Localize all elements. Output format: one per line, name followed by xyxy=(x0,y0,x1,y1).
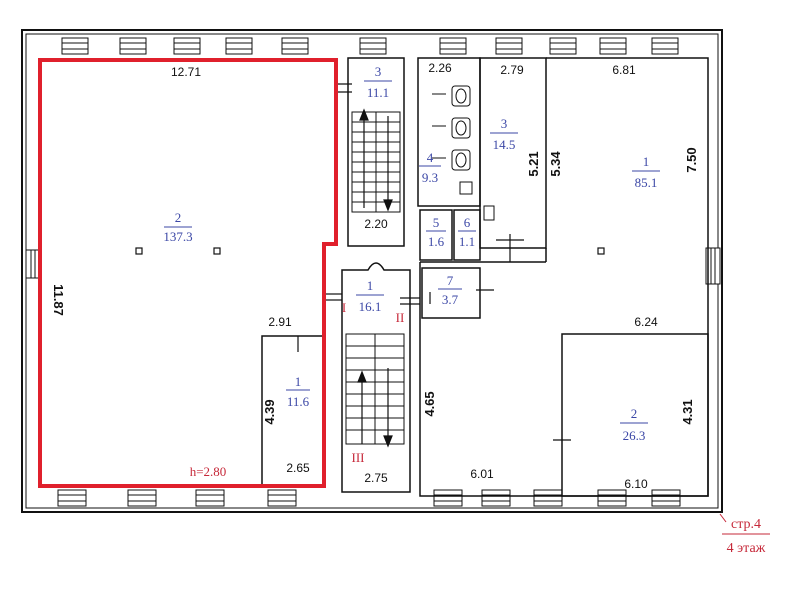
room-7-number: 7 xyxy=(447,273,454,288)
ceiling-height-note: h=2.80 xyxy=(190,464,227,479)
dim-top-left: 12.71 xyxy=(171,65,201,79)
room-2-right-number: 2 xyxy=(631,406,638,421)
room-4-area: 9.3 xyxy=(422,170,438,185)
dim-right-top-width: 6.81 xyxy=(612,63,636,77)
page-ref-page: стр.4 xyxy=(731,517,761,532)
room-3-right-area: 14.5 xyxy=(493,137,516,152)
wc-fixtures xyxy=(432,85,495,221)
room-5-number: 5 xyxy=(433,215,440,230)
dim-small-room-width: 2.91 xyxy=(268,315,292,329)
room-7-area: 3.7 xyxy=(442,292,459,307)
room-1-left-area: 11.6 xyxy=(287,394,310,409)
room-2-number: 2 xyxy=(175,210,182,225)
room-4-number: 4 xyxy=(427,150,434,165)
stair-arrows xyxy=(357,108,393,448)
dim-room3-width: 2.79 xyxy=(500,63,524,77)
room-labels: 2 137.3 1 11.6 3 11.1 1 16.1 4 9.3 5 1.6… xyxy=(163,64,660,443)
dim-right-mid-width: 6.24 xyxy=(634,315,658,329)
room-1-stair-number: 1 xyxy=(367,278,374,293)
room-1-left-number: 1 xyxy=(295,374,302,389)
windows-top xyxy=(61,37,679,55)
dim-lower-right-height: 4.31 xyxy=(680,399,695,424)
interior-walls xyxy=(261,57,709,497)
dim-right-height: 7.50 xyxy=(684,147,699,172)
doors xyxy=(297,83,571,441)
dim-left-height: 11.87 xyxy=(51,284,66,316)
dim-stair-top: 2.20 xyxy=(364,217,388,231)
highlighted-area xyxy=(38,58,338,488)
dim-wc-width: 2.26 xyxy=(428,61,452,75)
dim-lower-right-width: 6.10 xyxy=(624,477,648,491)
stair-treads xyxy=(345,111,405,445)
dim-small-room-bottom: 2.65 xyxy=(286,461,310,475)
outer-walls xyxy=(21,29,723,513)
room-3-right-number: 3 xyxy=(501,116,508,131)
dim-small-room-height: 4.39 xyxy=(262,399,277,424)
page-reference: стр.4 4 этаж xyxy=(719,513,770,556)
room-3-stair-area: 11.1 xyxy=(367,85,389,100)
dim-stair-bottom: 2.75 xyxy=(364,471,388,485)
marker-roman-2: II xyxy=(396,310,405,325)
dim-room3-height-b: 5.34 xyxy=(548,151,563,177)
windows-side xyxy=(25,247,721,285)
marker-roman-3: III xyxy=(352,450,365,465)
room-1-stair-area: 16.1 xyxy=(359,299,382,314)
room-2-right-area: 26.3 xyxy=(623,428,646,443)
room-1-right-number: 1 xyxy=(643,154,650,169)
page-ref-floor: 4 этаж xyxy=(727,541,766,556)
room-6-area: 1.1 xyxy=(459,234,475,249)
room-6-number: 6 xyxy=(464,215,471,230)
dim-lower-left-width: 6.01 xyxy=(470,467,494,481)
roman-markers: I II III xyxy=(342,300,405,465)
dimension-labels: 12.71 11.87 2.91 4.39 2.65 2.20 2.75 2.2… xyxy=(51,61,699,491)
room-5-area: 1.6 xyxy=(428,234,445,249)
dim-lower-left-height: 4.65 xyxy=(422,391,437,416)
room-1-right-area: 85.1 xyxy=(635,175,658,190)
room-2-area: 137.3 xyxy=(163,229,192,244)
columns xyxy=(135,247,605,255)
windows-bottom xyxy=(57,489,681,507)
marker-roman-1: I xyxy=(342,300,346,315)
room-3-stair-number: 3 xyxy=(375,64,382,79)
dim-room3-height-a: 5.21 xyxy=(526,151,541,176)
